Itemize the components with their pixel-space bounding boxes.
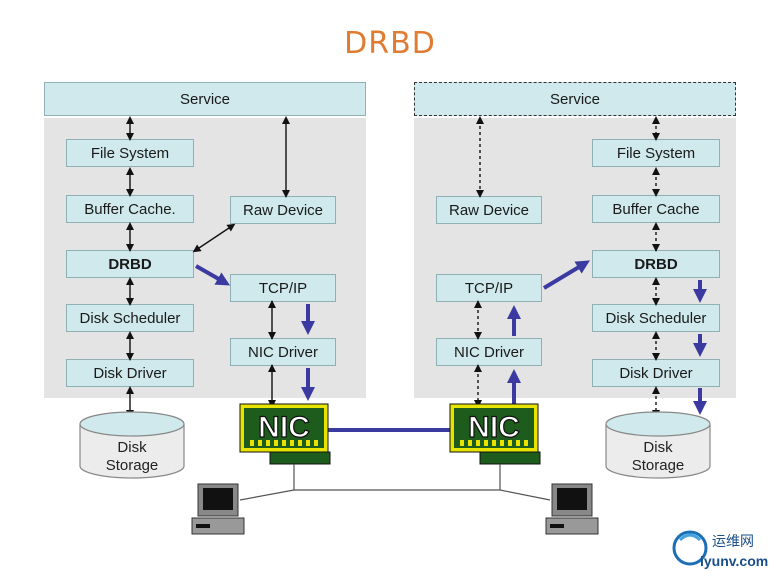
right-disk-driver-box: Disk Driver — [592, 359, 720, 387]
right-disk-storage-icon: Disk Storage — [605, 411, 711, 479]
left-nic-card-label: NIC — [258, 411, 310, 444]
right-nic-card-label: NIC — [468, 411, 520, 444]
right-replication-path — [507, 260, 707, 415]
left-disk-driver-box: Disk Driver — [66, 359, 194, 387]
left-drbd-box: DRBD — [66, 250, 194, 278]
right-tcp-ip-box: TCP/IP — [436, 274, 542, 302]
right-disk-label-1: Disk — [643, 439, 673, 456]
left-raw-device-box: Raw Device — [230, 196, 336, 224]
right-nic-driver-box: NIC Driver — [436, 338, 542, 366]
right-disk-label-2: Storage — [632, 457, 685, 474]
left-replication-path — [195, 264, 315, 401]
diagram-title: DRBD — [344, 26, 436, 61]
left-stack-arrows — [126, 116, 290, 418]
right-raw-device-box: Raw Device — [436, 196, 542, 224]
left-nic-card-icon: NIC — [239, 403, 331, 465]
left-disk-storage-icon: Disk Storage — [79, 411, 185, 479]
watermark-cn: 运维网 — [712, 533, 754, 549]
left-file-system-box: File System — [66, 139, 194, 167]
watermark-url: iyunv.com — [700, 553, 768, 569]
right-service-box: Service — [414, 82, 736, 116]
watermark-logo: 运维网 iyunv.com — [672, 530, 768, 569]
left-nic-driver-box: NIC Driver — [230, 338, 336, 366]
right-nic-card-icon: NIC — [449, 403, 541, 465]
left-disk-label-1: Disk — [117, 439, 147, 456]
right-stack-arrows — [474, 116, 660, 418]
client-network-lines — [239, 464, 551, 501]
left-computer-icon — [191, 483, 245, 535]
right-computer-icon — [545, 483, 599, 535]
left-disk-label-2: Storage — [106, 457, 159, 474]
left-tcp-ip-box: TCP/IP — [230, 274, 336, 302]
left-service-box: Service — [44, 82, 366, 116]
